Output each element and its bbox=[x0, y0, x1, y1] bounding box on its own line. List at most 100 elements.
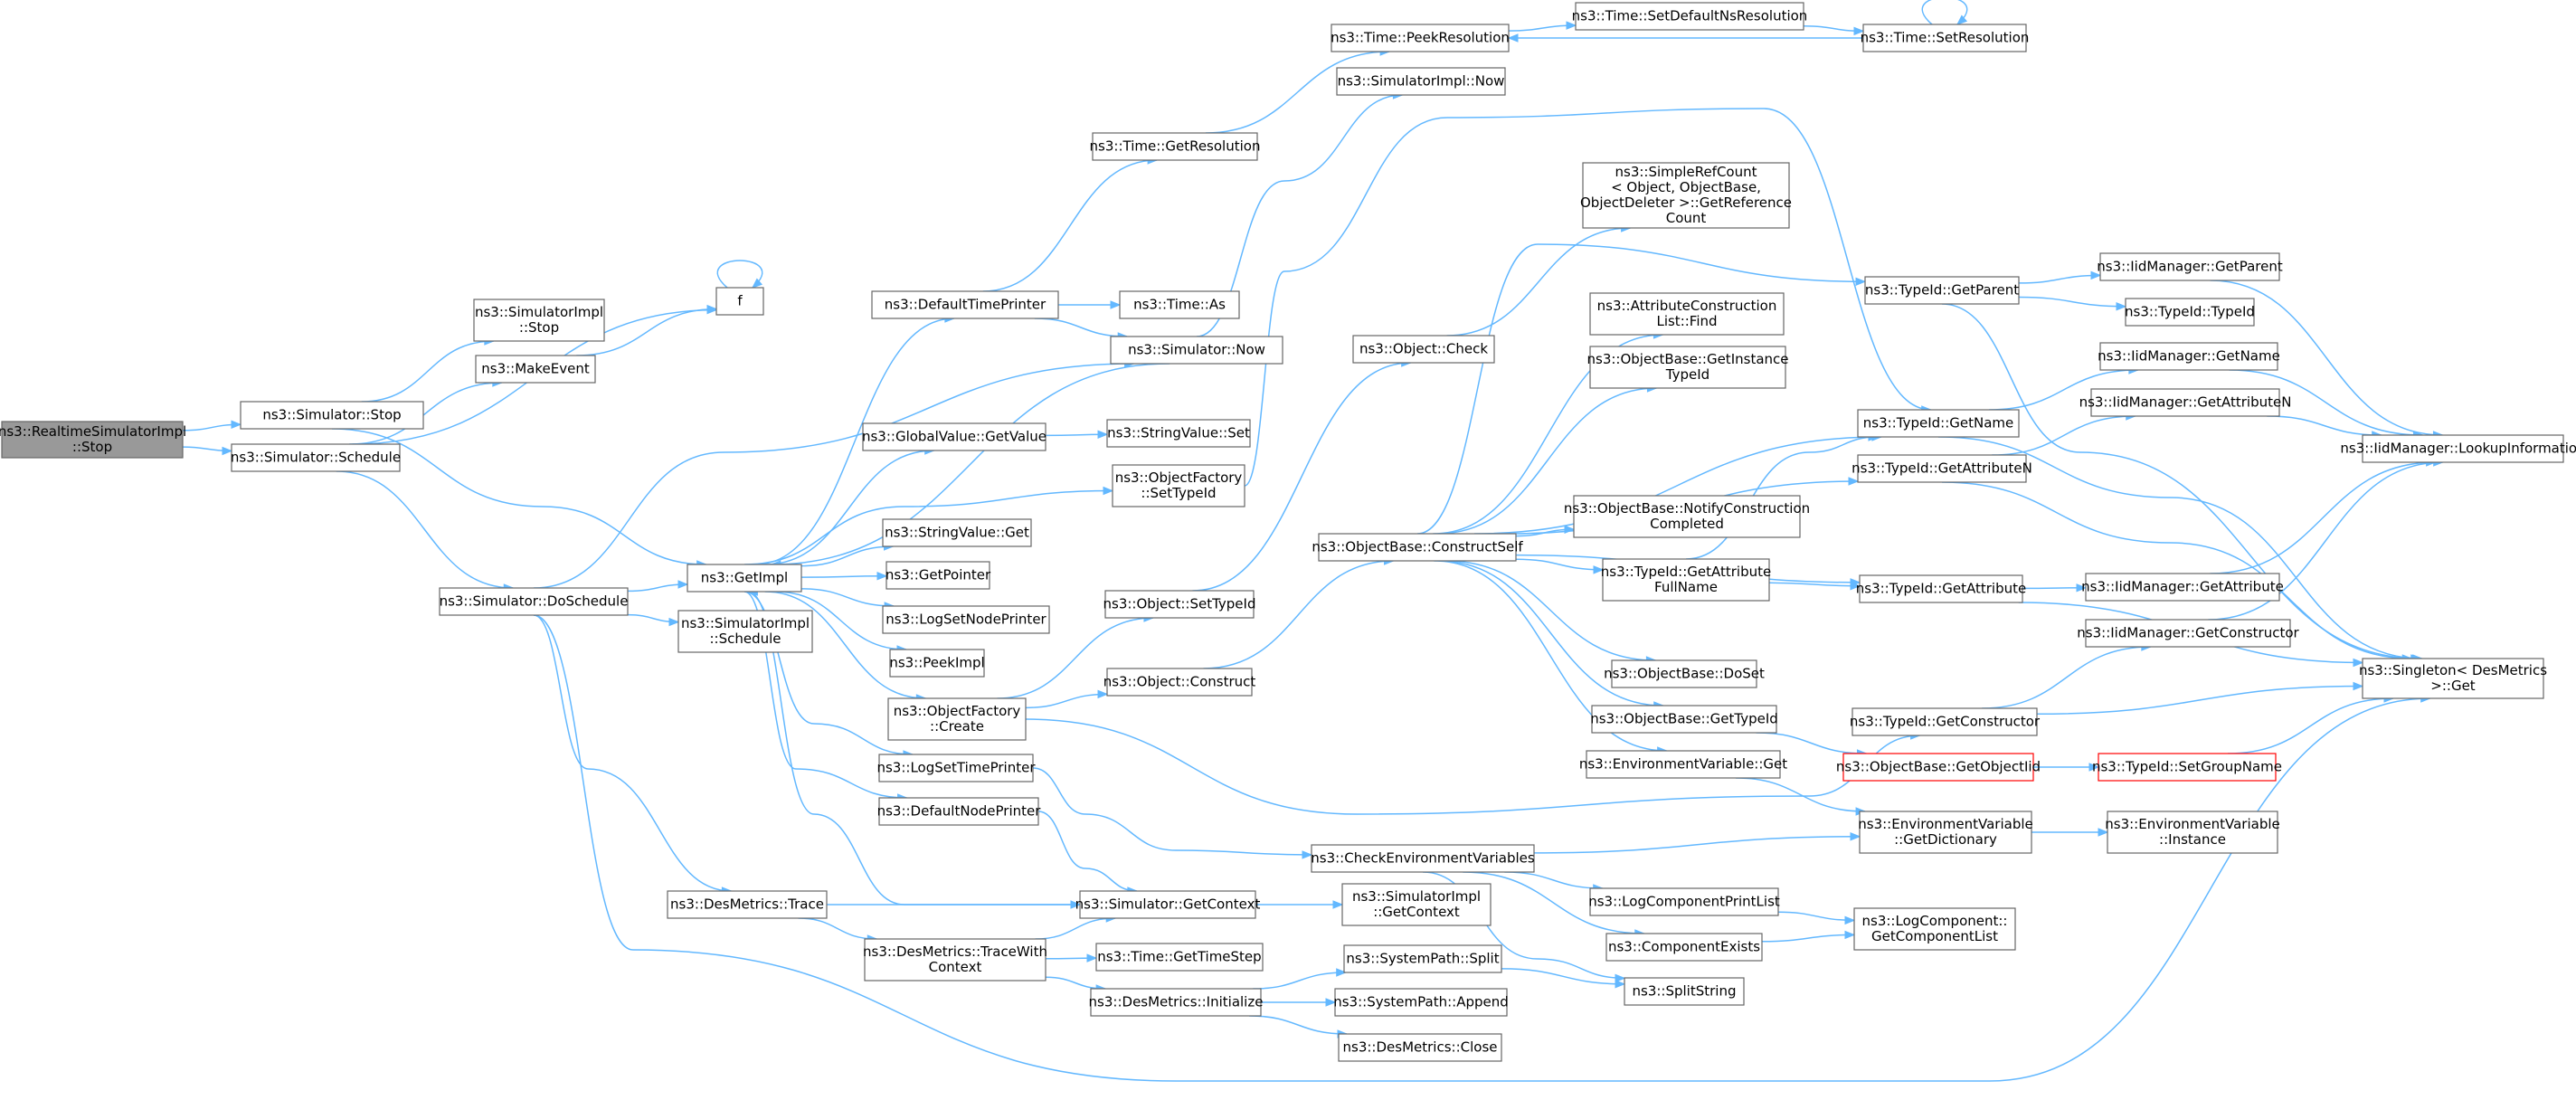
graph-node-n59[interactable]: ns3::LogComponent::GetComponentList bbox=[1853, 907, 2016, 951]
graph-node-n12[interactable]: ns3::StringValue::Get bbox=[882, 518, 1032, 547]
edge-n33-n53 bbox=[1474, 436, 1881, 535]
graph-node-n33[interactable]: ns3::ObjectBase::ConstructSelf bbox=[1312, 533, 1523, 562]
graph-node-n28[interactable]: ns3::Object::Construct bbox=[1103, 668, 1256, 697]
node-box bbox=[862, 422, 1046, 451]
graph-node-n62[interactable]: ns3::IidManager::GetName bbox=[2098, 342, 2280, 371]
graph-node-n9[interactable]: ns3::DesMetrics::Trace bbox=[667, 890, 828, 919]
graph-node-n63[interactable]: ns3::IidManager::GetAttributeN bbox=[2079, 388, 2292, 417]
graph-node-n46[interactable]: ns3::ObjectBase::GetTypeId bbox=[1590, 705, 1778, 734]
graph-node-n67[interactable]: ns3::EnvironmentVariable::Instance bbox=[2105, 811, 2280, 854]
graph-node-n49[interactable]: ns3::ComponentExists bbox=[1605, 933, 1763, 962]
node-label: ns3::TypeId::GetConstructor bbox=[1850, 714, 2041, 730]
node-label: ns3::ObjectBase::GetObjectIid bbox=[1836, 759, 2041, 775]
graph-node-n18[interactable]: ns3::DefaultNodePrinter bbox=[877, 797, 1042, 826]
graph-node-n40[interactable]: ns3::SimpleRefCount< Object, ObjectBase,… bbox=[1580, 162, 1792, 229]
graph-node-n27[interactable]: ns3::Object::SetTypeId bbox=[1103, 590, 1256, 619]
graph-node-n35[interactable]: ns3::SimulatorImpl::GetContext bbox=[1341, 883, 1492, 926]
graph-node-n43[interactable]: ns3::ObjectBase::NotifyConstructionCompl… bbox=[1564, 495, 1810, 538]
node-box bbox=[887, 697, 1027, 741]
edge-n32-n40 bbox=[1446, 227, 1631, 337]
node-box bbox=[1591, 705, 1777, 734]
node-box bbox=[878, 754, 1034, 782]
node-box bbox=[1575, 2, 1804, 31]
graph-node-n57[interactable]: ns3::ObjectBase::GetObjectIid bbox=[1836, 753, 2041, 782]
graph-node-n54[interactable]: ns3::TypeId::GetAttributeN bbox=[1852, 454, 2032, 483]
node-box bbox=[2107, 811, 2278, 854]
graph-node-n6[interactable]: ns3::Simulator::DoSchedule bbox=[439, 587, 629, 616]
node-label: ns3::TypeId::GetParent bbox=[1865, 282, 2019, 299]
edge-n44-n55 bbox=[1768, 582, 1861, 587]
graph-node-n66[interactable]: ns3::TypeId::SetGroupName bbox=[2092, 753, 2282, 782]
graph-node-n2[interactable]: ns3::Simulator::Schedule bbox=[231, 443, 401, 472]
node-box bbox=[2085, 573, 2280, 602]
graph-node-n7[interactable]: ns3::GetImpl bbox=[687, 564, 802, 593]
graph-node-n68[interactable]: ns3::IidManager::LookupInformation bbox=[2340, 434, 2576, 463]
graph-node-n4[interactable]: ns3::MakeEvent bbox=[475, 355, 596, 384]
graph-node-n56[interactable]: ns3::TypeId::GetConstructor bbox=[1850, 707, 2041, 736]
graph-node-n5[interactable]: f bbox=[715, 287, 764, 316]
graph-node-n36[interactable]: ns3::SystemPath::Split bbox=[1343, 944, 1502, 973]
node-label: ns3::ObjectBase::GetTypeId bbox=[1590, 711, 1778, 727]
graph-node-n26[interactable]: ns3::ObjectFactory::SetTypeId bbox=[1112, 464, 1245, 507]
graph-node-n55[interactable]: ns3::TypeId::GetAttribute bbox=[1856, 574, 2026, 603]
edge-n7-n11 bbox=[764, 450, 934, 565]
graph-node-n29[interactable]: ns3::Simulator::GetContext bbox=[1075, 890, 1261, 919]
graph-node-n32[interactable]: ns3::Object::Check bbox=[1352, 335, 1495, 364]
edge-n34-n49 bbox=[1463, 871, 1644, 934]
graph-node-n17[interactable]: ns3::LogSetTimePrinter bbox=[876, 754, 1036, 782]
graph-node-n51[interactable]: ns3::Time::SetResolution bbox=[1861, 24, 2030, 52]
edge-n29-n35-arrowhead bbox=[1332, 900, 1344, 909]
graph-node-n65[interactable]: ns3::IidManager::GetConstructor bbox=[2077, 619, 2300, 648]
graph-node-n31[interactable]: ns3::DesMetrics::Initialize bbox=[1089, 988, 1264, 1017]
graph-node-n47[interactable]: ns3::EnvironmentVariable::Get bbox=[1579, 750, 1787, 779]
graph-node-n23[interactable]: ns3::Time::As bbox=[1119, 290, 1240, 319]
graph-node-n53[interactable]: ns3::TypeId::GetName bbox=[1857, 409, 2020, 438]
graph-node-n10[interactable]: ns3::DefaultTimePrinter bbox=[871, 290, 1059, 319]
graph-node-n21[interactable]: ns3::Time::PeekResolution bbox=[1331, 24, 1510, 52]
graph-node-n0[interactable]: ns3::RealtimeSimulatorImpl::Stop bbox=[0, 421, 186, 459]
graph-node-n48[interactable]: ns3::LogComponentPrintList bbox=[1588, 887, 1780, 916]
graph-node-n60[interactable]: ns3::IidManager::GetParent bbox=[2097, 252, 2283, 281]
graph-node-n11[interactable]: ns3::GlobalValue::GetValue bbox=[862, 422, 1046, 451]
graph-node-n64[interactable]: ns3::IidManager::GetAttribute bbox=[2081, 573, 2284, 602]
graph-node-n69[interactable]: ns3::Singleton< DesMetrics >::Get bbox=[2359, 658, 2547, 699]
node-label: ns3::SystemPath::Split bbox=[1346, 951, 1499, 967]
node-label: ns3::StringValue::Get bbox=[885, 525, 1029, 541]
graph-node-n61[interactable]: ns3::TypeId::TypeId bbox=[2125, 298, 2255, 327]
graph-node-n58[interactable]: ns3::EnvironmentVariable::GetDictionary bbox=[1858, 811, 2033, 854]
edge-n62-n68 bbox=[2229, 369, 2423, 436]
node-label: ns3::SplitString bbox=[1633, 983, 1737, 1000]
node-label: ns3::TypeId::GetAttributeN bbox=[1852, 460, 2032, 477]
node-box bbox=[2125, 298, 2255, 327]
graph-node-n15[interactable]: ns3::PeekImpl bbox=[889, 649, 985, 678]
node-label: ns3::SystemPath::Append bbox=[1333, 994, 1509, 1010]
graph-node-n50[interactable]: ns3::SplitString bbox=[1624, 977, 1745, 1006]
graph-node-n13[interactable]: ns3::GetPointer bbox=[886, 561, 991, 590]
graph-node-n14[interactable]: ns3::LogSetNodePrinter bbox=[882, 605, 1050, 634]
graph-node-n30[interactable]: ns3::Time::GetTimeStep bbox=[1095, 943, 1264, 972]
edge-n64-n68 bbox=[2210, 461, 2436, 574]
graph-node-n39[interactable]: ns3::Time::SetDefaultNsResolution bbox=[1572, 2, 1808, 31]
graph-node-n45[interactable]: ns3::ObjectBase::DoSet bbox=[1604, 659, 1765, 688]
node-label: ns3::TypeId::TypeId bbox=[2125, 304, 2255, 320]
graph-node-n52[interactable]: ns3::TypeId::GetParent bbox=[1864, 276, 2020, 305]
graph-node-n20[interactable]: ns3::Time::GetResolution bbox=[1090, 132, 1261, 161]
graph-node-n38[interactable]: ns3::DesMetrics::Close bbox=[1338, 1033, 1502, 1062]
graph-node-n37[interactable]: ns3::SystemPath::Append bbox=[1333, 988, 1509, 1017]
edge-n34-n58 bbox=[1533, 836, 1861, 854]
graph-node-n16[interactable]: ns3::ObjectFactory::Create bbox=[887, 697, 1027, 741]
node-box bbox=[2362, 658, 2544, 699]
graph-node-n22[interactable]: ns3::SimulatorImpl::Now bbox=[1336, 67, 1506, 96]
graph-node-n25[interactable]: ns3::StringValue::Set bbox=[1106, 419, 1251, 448]
graph-node-n34[interactable]: ns3::CheckEnvironmentVariables bbox=[1311, 844, 1535, 873]
graph-node-n1[interactable]: ns3::Simulator::Stop bbox=[240, 401, 424, 430]
graph-node-n24[interactable]: ns3::Simulator::Now bbox=[1110, 336, 1283, 365]
graph-node-n8[interactable]: ns3::SimulatorImpl::Schedule bbox=[677, 610, 813, 653]
node-box bbox=[1, 421, 184, 459]
graph-node-n3[interactable]: ns3::SimulatorImpl::Stop bbox=[473, 299, 605, 342]
node-label: ns3::GetImpl bbox=[701, 570, 788, 586]
